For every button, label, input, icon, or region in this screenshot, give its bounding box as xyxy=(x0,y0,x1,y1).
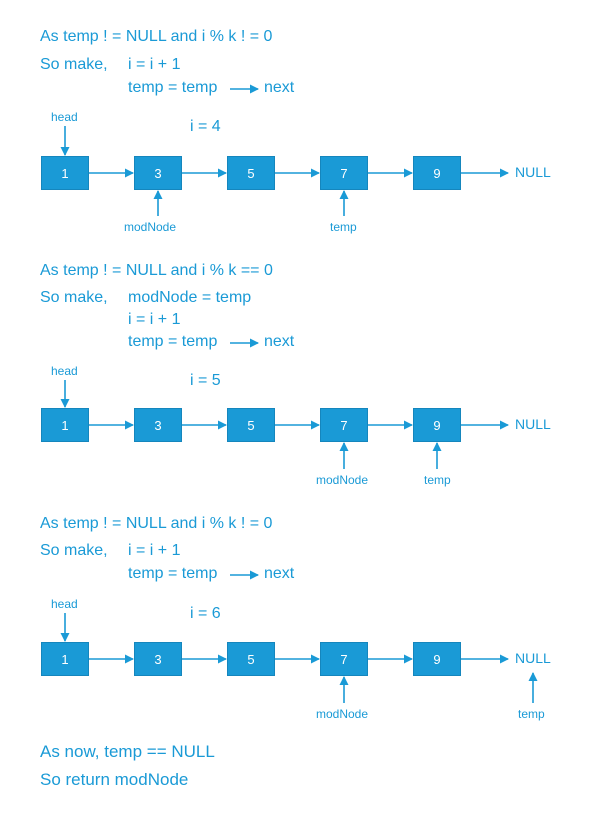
final-line-2: So return modNode xyxy=(40,770,189,789)
step1-condition: As temp ! = NULL and i % k ! = 0 xyxy=(40,28,273,45)
step1-action-next: next xyxy=(264,79,295,96)
step1-node-3: 3 xyxy=(134,156,182,190)
step2-condition: As temp ! = NULL and i % k == 0 xyxy=(40,262,273,279)
step2-null-label: NULL xyxy=(515,416,551,432)
step2-node-9: 9 xyxy=(413,408,461,442)
step1-temp-label: temp xyxy=(330,220,357,234)
step3-node-7: 7 xyxy=(320,642,368,676)
step3-null-label: NULL xyxy=(515,650,551,666)
step2-node-7: 7 xyxy=(320,408,368,442)
final-line-1: As now, temp == NULL xyxy=(40,742,215,761)
step1-node-9: 9 xyxy=(413,156,461,190)
step2-action-prefix: So make, xyxy=(40,289,108,306)
step3-node-5: 5 xyxy=(227,642,275,676)
step1-head-label: head xyxy=(51,110,78,124)
step2-node-1: 1 xyxy=(41,408,89,442)
step3-temp-label: temp xyxy=(518,707,545,721)
step2-action-increment: i = i + 1 xyxy=(128,311,181,328)
step3-action-prefix: So make, xyxy=(40,542,108,559)
step1-action-increment: i = i + 1 xyxy=(128,56,181,73)
step2-head-label: head xyxy=(51,364,78,378)
step2-action-assign: modNode = temp xyxy=(128,289,252,306)
step3-head-label: head xyxy=(51,597,78,611)
step1-node-1: 1 xyxy=(41,156,89,190)
step3-i-label: i = 6 xyxy=(190,605,221,622)
step2-temp-label: temp xyxy=(424,473,451,487)
step1-action-advance: temp = temp xyxy=(128,79,218,96)
step1-node-5: 5 xyxy=(227,156,275,190)
step3-node-9: 9 xyxy=(413,642,461,676)
step2-modnode-label: modNode xyxy=(316,473,369,487)
step2-action-advance: temp = temp xyxy=(128,333,218,350)
step1-modnode-label: modNode xyxy=(124,220,177,234)
step1-i-label: i = 4 xyxy=(190,118,221,135)
step3-node-3: 3 xyxy=(134,642,182,676)
step3-modnode-label: modNode xyxy=(316,707,369,721)
step2-node-5: 5 xyxy=(227,408,275,442)
step2-i-label: i = 5 xyxy=(190,372,221,389)
step1-null-label: NULL xyxy=(515,164,551,180)
step2-node-3: 3 xyxy=(134,408,182,442)
step1-action-prefix: So make, xyxy=(40,56,108,73)
step3-action-advance: temp = temp xyxy=(128,565,218,582)
step3-action-next: next xyxy=(264,565,295,582)
step1-node-7: 7 xyxy=(320,156,368,190)
step3-action-increment: i = i + 1 xyxy=(128,542,181,559)
step3-node-1: 1 xyxy=(41,642,89,676)
step3-condition: As temp ! = NULL and i % k ! = 0 xyxy=(40,515,273,532)
step2-action-next: next xyxy=(264,333,295,350)
